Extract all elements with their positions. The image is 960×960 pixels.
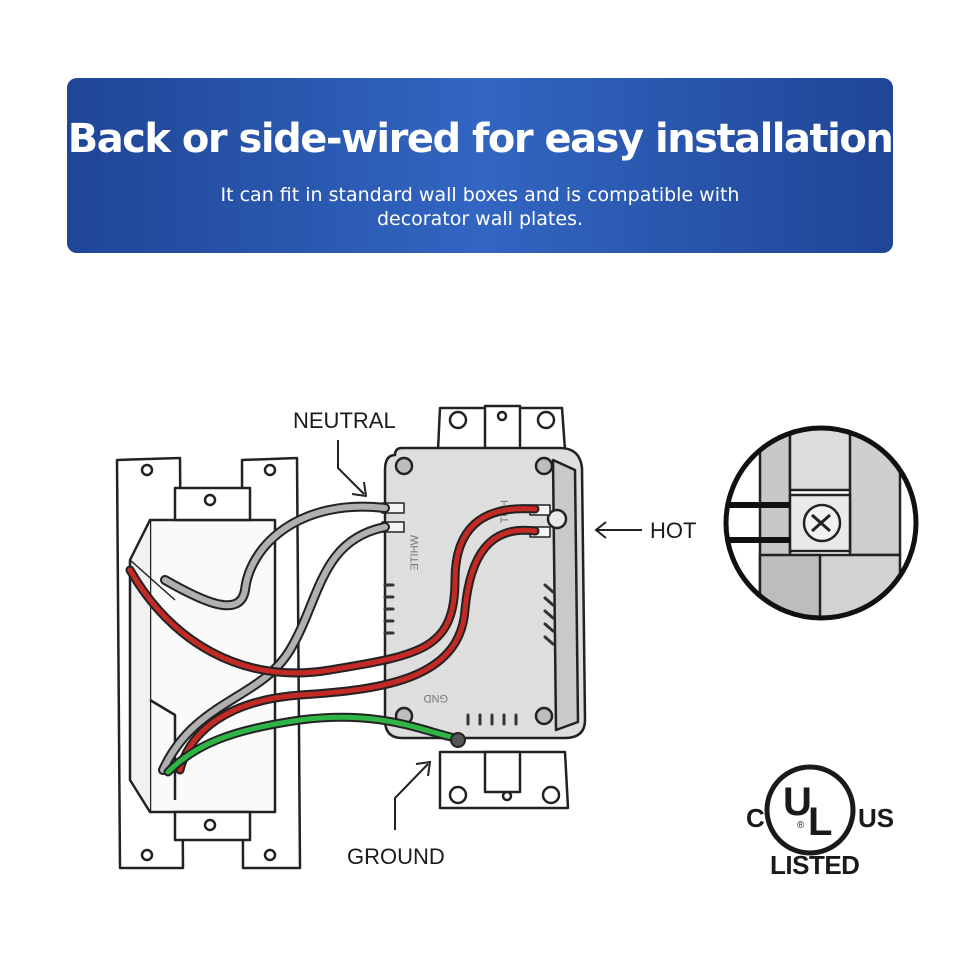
marking-gnd: GND [424,692,449,704]
device-body [381,446,587,740]
header-banner: Back or side-wired for easy installation… [67,78,894,253]
hot-arrow-icon [594,521,642,539]
ul-l: L [808,800,832,844]
magnified-detail [723,425,919,621]
marking-white: WHITE [409,535,421,570]
ground-arrow-icon [394,760,432,830]
ul-registered: ® [797,820,805,831]
ground-wire [163,712,460,777]
label-hot: HOT [650,518,696,543]
label-neutral: NEUTRAL [293,408,396,433]
device-strap [436,404,570,810]
hot-wires [125,504,540,775]
banner-title: Back or side-wired for easy installation [67,116,894,162]
ul-c: C [746,803,765,833]
ground-screw-icon [450,732,466,748]
ul-u: U [783,780,812,824]
ul-listed: LISTED [770,850,859,880]
wall-box [115,456,302,870]
device-vents [383,583,555,726]
banner-subtitle: It can fit in standard wall boxes and is… [220,184,740,230]
neutral-arrow-icon [337,440,367,497]
neutral-wires [158,501,390,775]
ul-us: US [858,803,894,833]
ul-logo: C U L ® US LISTED [746,764,894,880]
label-ground: GROUND [347,844,445,869]
